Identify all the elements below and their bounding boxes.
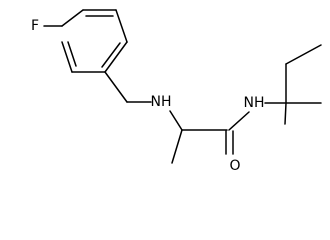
molecule-structure: F NH O NH bbox=[31, 9, 322, 174]
amine-nh-label: NH bbox=[151, 94, 172, 110]
bond bbox=[115, 9, 128, 43]
bond bbox=[104, 41, 128, 73]
bond bbox=[171, 129, 183, 164]
bond bbox=[285, 44, 322, 65]
bond bbox=[284, 102, 287, 125]
benzene-ring bbox=[61, 9, 128, 73]
bond bbox=[228, 111, 250, 131]
bond bbox=[61, 9, 84, 27]
bond bbox=[104, 71, 128, 103]
bond bbox=[101, 42, 121, 68]
bond bbox=[169, 110, 183, 131]
amide-nh-label: NH bbox=[244, 95, 265, 111]
fluorine-label: F bbox=[31, 18, 39, 34]
bond bbox=[67, 41, 77, 67]
carbonyl-oxygen-label: O bbox=[229, 158, 240, 174]
bond bbox=[61, 41, 73, 73]
